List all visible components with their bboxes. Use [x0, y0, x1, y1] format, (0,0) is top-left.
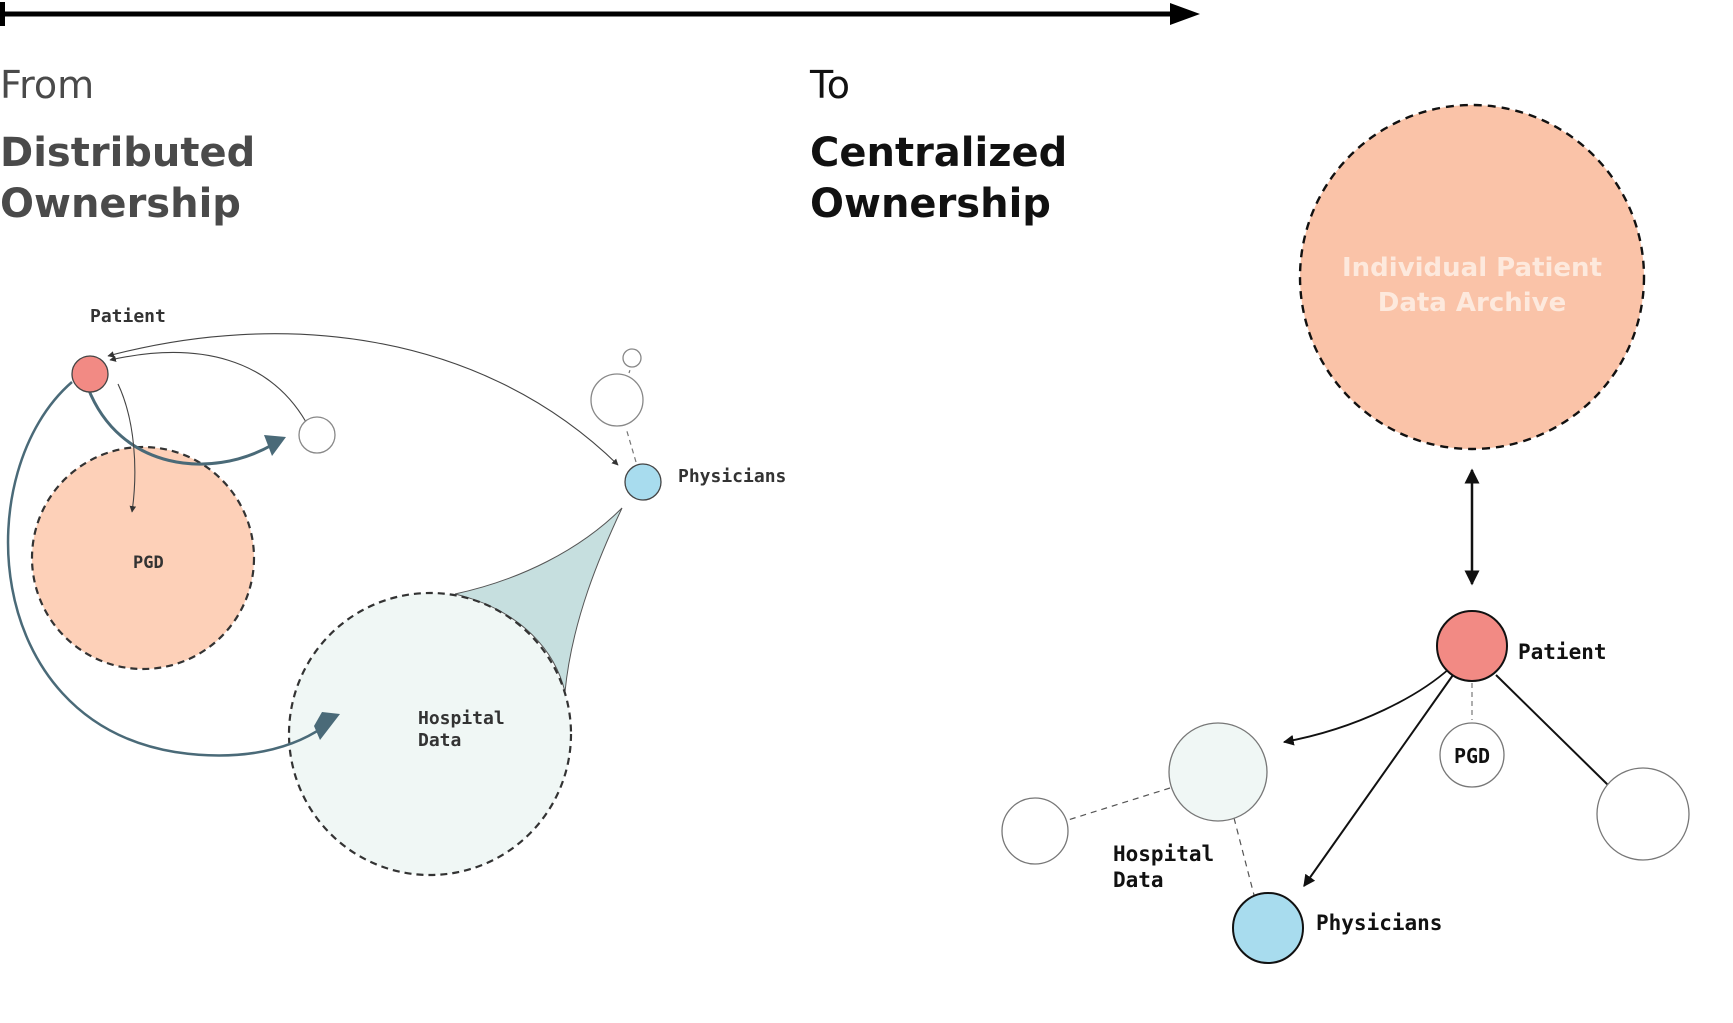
left-pgd-label: PGD	[133, 553, 164, 573]
left-physicians-node	[624, 463, 662, 501]
left-patient-label: Patient	[90, 306, 166, 327]
to-title-line2: Ownership	[810, 181, 1051, 227]
left-hospital-label-line1: Hospital	[418, 708, 505, 729]
left-arrow-circle-to-patient	[109, 351, 307, 423]
right-pgd-node	[1439, 722, 1505, 788]
left-physicians-label: Physicians	[678, 466, 786, 487]
from-title-line1: Distributed	[0, 130, 255, 176]
right-right-empty-circle	[1596, 767, 1690, 861]
right-hospital-label-line2: Data	[1113, 868, 1164, 892]
left-hospital-wedge	[454, 507, 623, 693]
left-flow-arrowhead-circle	[264, 435, 286, 456]
left-diagram: Patient PGD Hospital Data Physicians	[6, 306, 786, 877]
left-hospital-label-line2: Data	[418, 730, 461, 751]
archive-circle	[1298, 103, 1646, 451]
archive-label-line2: Data Archive	[1378, 288, 1567, 318]
left-patient-node	[71, 355, 109, 393]
right-patient-label: Patient	[1518, 640, 1607, 664]
left-tiny-circle	[622, 348, 642, 368]
right-arrow-patient-to-hospital	[1282, 667, 1451, 746]
left-link-physicians-to-circle	[625, 427, 637, 463]
right-hospital-label-line1: Hospital	[1113, 842, 1214, 866]
right-diagram: Individual Patient Data Archive Patient …	[1001, 103, 1690, 964]
left-medium-circle	[590, 373, 644, 427]
right-left-empty-circle	[1001, 797, 1069, 865]
right-physicians-node	[1232, 892, 1304, 964]
from-label: From	[0, 63, 94, 107]
from-title-line2: Ownership	[0, 181, 241, 227]
archive-label-line1: Individual Patient	[1342, 253, 1602, 283]
left-link-circle-to-tiny	[628, 366, 632, 374]
left-hospital-circle	[287, 591, 573, 877]
right-hospital-node	[1168, 722, 1268, 822]
left-small-circle	[298, 416, 336, 454]
right-pgd-label: PGD	[1454, 744, 1490, 768]
right-line-patient-to-circle	[1495, 674, 1609, 786]
to-title-line1: Centralized	[810, 130, 1067, 176]
left-arrow-patient-to-physicians	[107, 333, 619, 466]
left-flow-patient-to-hospital	[6, 381, 331, 757]
right-arrow-patient-to-physicians	[1303, 674, 1454, 887]
right-link-hospital-to-physicians	[1233, 817, 1255, 896]
to-label: To	[809, 63, 850, 107]
timeline-arrow	[0, 2, 1200, 26]
left-flow-arrowhead-hospital	[314, 712, 340, 740]
right-patient-node	[1436, 610, 1508, 682]
right-link-hospital-to-left-circle	[1067, 787, 1171, 821]
right-physicians-label: Physicians	[1316, 911, 1442, 935]
